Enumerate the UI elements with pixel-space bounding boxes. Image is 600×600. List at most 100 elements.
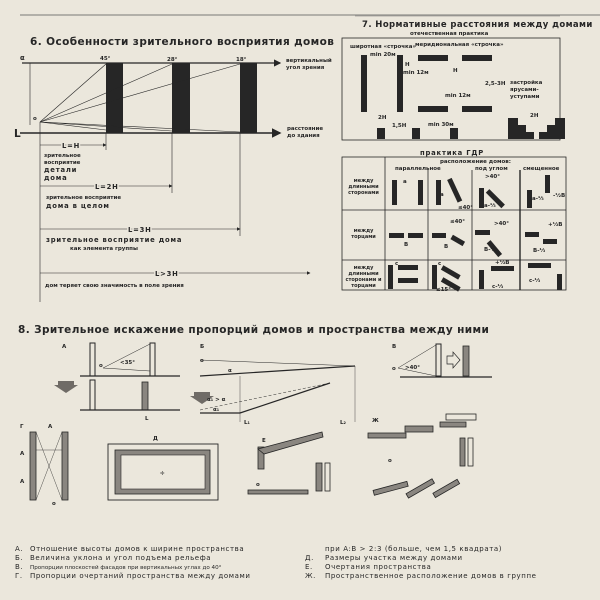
svg-text:Ж: Ж: [372, 418, 379, 424]
svg-text:Б.: Б.: [15, 554, 23, 562]
domestic-buildings: [361, 55, 565, 139]
axis-vertical-label: угол зрения: [286, 65, 325, 71]
section-8-title: 8. Зрительное искажение пропорций домов …: [18, 324, 489, 336]
svg-text:A: A: [20, 451, 25, 457]
svg-text:a: a: [403, 179, 407, 185]
svg-text:α₁: α₁: [213, 407, 220, 413]
svg-text:В: В: [392, 344, 396, 350]
svg-text:дома в целом: дома в целом: [46, 202, 110, 210]
svg-text:min 12м: min 12м: [445, 93, 471, 99]
svg-text:А.: А.: [15, 545, 23, 553]
svg-text:+½B: +½B: [548, 221, 563, 228]
domestic-labels: широтная «строчка» меридиональная «строч…: [350, 42, 542, 129]
panel-b: Б о α α₁ > α α₁ L₁ L₂: [190, 344, 356, 426]
svg-text:L=H: L=H: [62, 142, 80, 150]
panel-g: Г A A A о: [20, 424, 69, 507]
svg-text:c-⅓: c-⅓: [529, 278, 541, 284]
svg-text:>40°: >40°: [485, 174, 500, 180]
svg-text:>40°: >40°: [405, 365, 420, 371]
l-axis-label: L: [14, 128, 21, 140]
gdr-buildings: [388, 175, 562, 292]
svg-text:А: А: [62, 344, 67, 350]
svg-text:дома: дома: [44, 174, 68, 182]
svg-text:Пропорции очертаний пространст: Пропорции очертаний пространства между д…: [30, 572, 251, 580]
svg-text:B: B: [404, 242, 408, 248]
gdr-practice-title: практика ГДР: [420, 149, 484, 157]
gdr-col-offset: смещенное: [523, 166, 560, 172]
section-7-normative-distances: 7. Нормативные расстояния между домами о…: [341, 15, 593, 293]
svg-text:меридиональная «строчка»: меридиональная «строчка»: [415, 42, 504, 48]
svg-text:широтная «строчка»: широтная «строчка»: [350, 44, 416, 50]
svg-text:как элемента группы: как элемента группы: [70, 246, 138, 252]
svg-text:>40°: >40°: [494, 221, 509, 227]
svg-text:min 20м: min 20м: [370, 52, 396, 58]
svg-text:Е.: Е.: [305, 563, 313, 571]
dim-l-h: L=H зрительное восприятие детали дома: [44, 141, 81, 183]
svg-text:L₂: L₂: [340, 420, 347, 426]
svg-text:+½B: +½B: [495, 259, 510, 266]
svg-text:A: A: [20, 479, 25, 485]
svg-text:2H: 2H: [378, 115, 387, 121]
svg-text:α: α: [228, 368, 232, 374]
svg-text:Б: Б: [200, 344, 204, 350]
svg-text:Очертания пространства: Очертания пространства: [325, 563, 431, 571]
axis-distance-label: до здания: [287, 133, 320, 139]
section-6-visual-perception: 6. Особенности зрительного восприятия до…: [14, 36, 334, 302]
svg-text:2H: 2H: [530, 113, 539, 119]
svg-text:α₁ > α: α₁ > α: [207, 397, 226, 403]
svg-text:L=3H: L=3H: [128, 226, 152, 234]
svg-text:Величина уклона и угол подъема: Величина уклона и угол подъема рельефа: [30, 554, 211, 562]
axis-distance-label: расстояние: [287, 126, 323, 132]
gdr-marks: a a ≤40° >40° a-⅓ -½B a-⅓ ≤40° >40° B B …: [395, 174, 565, 293]
domestic-practice-title: отечественная практика: [410, 31, 489, 37]
gdr-table: [341, 156, 567, 291]
svg-text:a-⅓: a-⅓: [532, 196, 544, 202]
svg-text:Пропорции плоскостей фасадов п: Пропорции плоскостей фасадов при вертика…: [30, 564, 222, 571]
svg-text:B-⅓: B-⅓: [484, 247, 496, 253]
svg-text:2,5-3H: 2,5-3H: [485, 81, 506, 87]
building-bar-1: [106, 63, 123, 133]
svg-text:Пространственное расположение: Пространственное расположение домов в гр…: [325, 572, 537, 580]
svg-text:о: о: [392, 366, 396, 372]
gdr-col-angle: под углом: [475, 166, 508, 172]
svg-text:о: о: [388, 458, 392, 464]
gdr-row-ends: между торцами: [351, 228, 376, 240]
svg-text:min 30м: min 30м: [428, 122, 454, 128]
svg-text:H: H: [453, 68, 458, 74]
svg-text:о: о: [256, 482, 260, 488]
svg-text:Размеры участка между домами: Размеры участка между домами: [325, 554, 463, 562]
center-cross-icon: ✛: [160, 470, 165, 477]
svg-text:L₁: L₁: [244, 420, 251, 426]
building-bar-2: [172, 63, 190, 133]
svg-text:L=2H: L=2H: [95, 183, 119, 191]
svg-text:о: о: [200, 358, 204, 364]
section-7-title: 7. Нормативные расстояния между домами: [362, 20, 593, 30]
svg-text:В.: В.: [15, 563, 23, 571]
svg-text:зрительное восприятие: зрительное восприятие: [46, 195, 121, 201]
svg-text:Д: Д: [153, 436, 158, 442]
building-bar-3: [240, 63, 257, 133]
dim-l-2h: L=2H зрительное восприятие дома в целом: [46, 182, 121, 211]
svg-text:L>3H: L>3H: [155, 270, 179, 278]
panel-zh: Ж о: [367, 413, 477, 499]
svg-text:B: B: [444, 244, 448, 250]
gdr-row-mixed: между длинными сторонами и торцами: [345, 265, 382, 289]
svg-text:при A:B > 2:3 (больше, чем 1,5: при A:B > 2:3 (больше, чем 1,5 квадрата): [325, 545, 502, 553]
svg-text:дом теряет свою значимость в п: дом теряет свою значимость в поле зрения: [45, 283, 184, 289]
gdr-header: расположение домов:: [440, 159, 511, 165]
svg-text:≤40°: ≤40°: [450, 219, 465, 225]
svg-text:детали: детали: [44, 166, 77, 174]
svg-text:c: c: [395, 261, 398, 267]
svg-text:о: о: [99, 363, 103, 369]
svg-text:min 12м: min 12м: [403, 70, 429, 76]
sight-lines: [39, 63, 241, 133]
svg-text:Ж.: Ж.: [305, 572, 316, 580]
svg-text:L: L: [145, 416, 149, 422]
svg-text:B-⅓: B-⅓: [533, 248, 545, 254]
observer-label: о: [33, 116, 37, 122]
svg-text:c: c: [438, 261, 441, 267]
svg-text:1,5H: 1,5H: [392, 123, 407, 129]
svg-text:восприятие: восприятие: [44, 160, 81, 166]
